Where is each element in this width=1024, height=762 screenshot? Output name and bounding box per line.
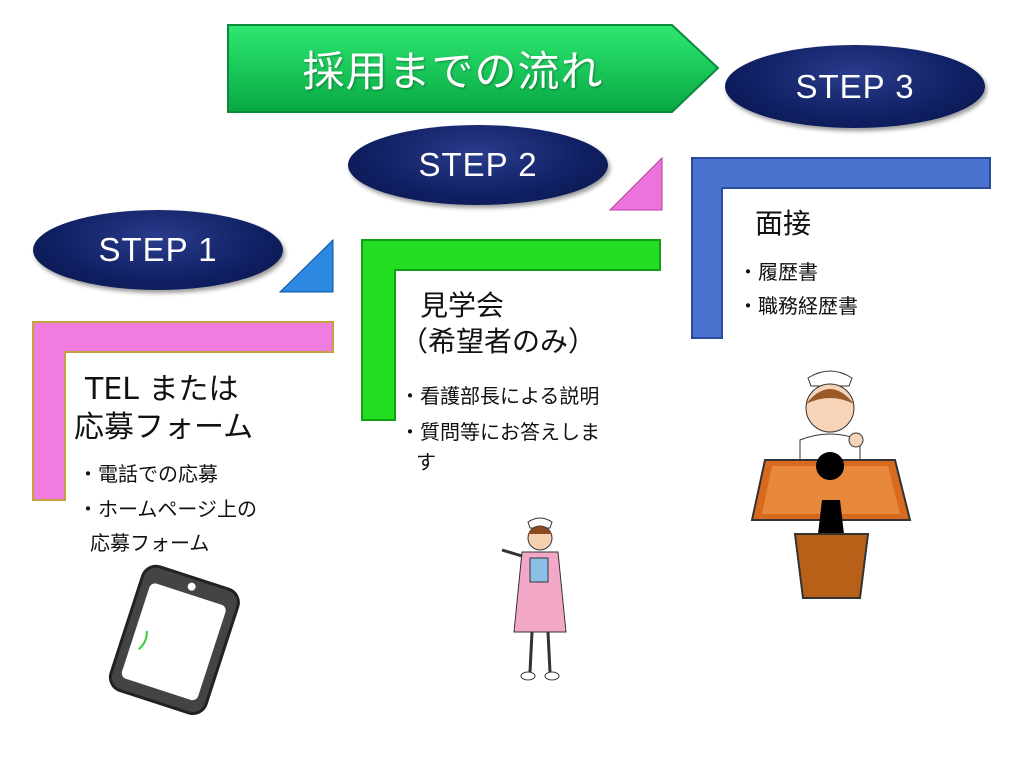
step2-bullet-cont: す	[416, 450, 436, 474]
smartphone-illustration	[108, 564, 240, 716]
step2-connector-triangle	[608, 156, 663, 211]
step1-bullet: ・ホームページ上の	[78, 497, 257, 521]
step1-heading: TEL または	[85, 372, 239, 407]
step3-badge: STEP 3	[725, 45, 985, 128]
step2-bracket	[361, 239, 661, 421]
step1-bracket	[32, 321, 334, 501]
step3-bullet: ・職務経歴書	[738, 294, 858, 318]
step2-heading-note: （希望者のみ）	[400, 325, 597, 358]
step3-bracket	[691, 157, 991, 339]
title-arrow	[227, 24, 720, 113]
step2-heading: 見学会	[420, 289, 505, 322]
interviewer-illustration	[799, 370, 864, 461]
step1-bullet-cont: 応募フォーム	[90, 531, 210, 555]
step1-connector-triangle	[278, 238, 334, 293]
step2-bullet: ・看護部長による説明	[400, 384, 600, 408]
step2-badge: STEP 2	[348, 125, 608, 205]
step2-bullet: ・質問等にお答えしま	[400, 420, 600, 444]
nurse-illustration	[501, 517, 567, 681]
step1-heading-line2: 応募フォーム	[74, 410, 254, 445]
step3-heading: 面接	[755, 207, 812, 240]
step1-badge: STEP 1	[33, 210, 283, 290]
podium-illustration	[750, 452, 912, 599]
step1-bullet: ・電話での応募	[78, 462, 218, 486]
page-title: 採用までの流れ	[302, 47, 604, 96]
step3-bullet: ・履歴書	[738, 260, 818, 284]
